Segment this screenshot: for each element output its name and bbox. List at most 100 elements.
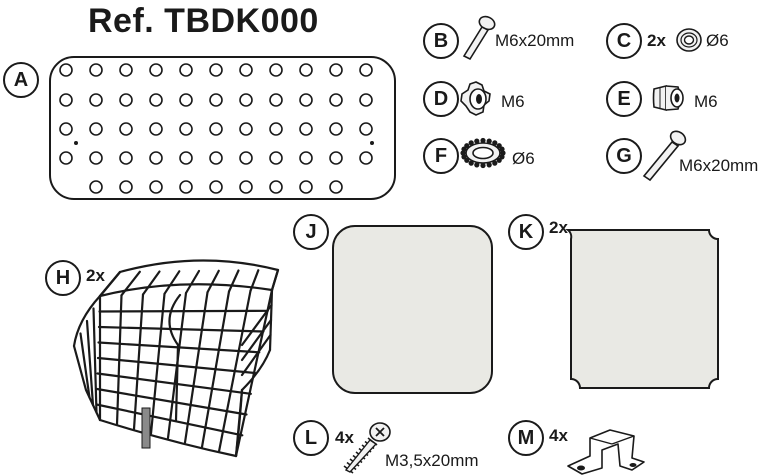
plate-hole bbox=[239, 63, 253, 77]
plate-hole bbox=[239, 122, 253, 136]
washer-tooth bbox=[499, 146, 505, 152]
plate-hole bbox=[359, 151, 373, 165]
washer-tooth bbox=[492, 140, 498, 146]
part-a-badge: A bbox=[3, 62, 39, 98]
washer-tooth bbox=[480, 137, 486, 144]
part-l-size: M3,5x20mm bbox=[385, 451, 479, 470]
cage-wire bbox=[79, 332, 91, 399]
plate-hole bbox=[59, 93, 73, 107]
plate-hole bbox=[119, 122, 133, 136]
part-d-badge: D bbox=[423, 81, 459, 117]
part-l-badge: L bbox=[293, 420, 329, 456]
washer-tooth bbox=[468, 140, 474, 146]
cage-wire bbox=[98, 270, 122, 298]
cage-wire bbox=[240, 303, 273, 347]
cage-wire bbox=[85, 319, 95, 407]
washer-tooth bbox=[468, 160, 474, 166]
washer-tooth bbox=[480, 162, 486, 169]
plate-hole bbox=[149, 180, 163, 194]
plate-hole bbox=[359, 93, 373, 107]
plate-hole bbox=[89, 151, 103, 165]
plate-hole bbox=[119, 151, 133, 165]
plate-hole bbox=[119, 93, 133, 107]
part-m-qty: 4x bbox=[549, 426, 568, 445]
cage-wire bbox=[96, 372, 252, 395]
plate-hole bbox=[269, 122, 283, 136]
cage-wire bbox=[98, 309, 269, 313]
cage-wire bbox=[249, 269, 260, 292]
plate-hole bbox=[359, 122, 373, 136]
plate-hole bbox=[299, 63, 313, 77]
washer-tooth bbox=[486, 138, 492, 144]
washer-tooth bbox=[500, 150, 506, 156]
plate-hole bbox=[179, 93, 193, 107]
plate-hole bbox=[359, 63, 373, 77]
plate-hole bbox=[299, 122, 313, 136]
flat-washer-icon bbox=[676, 28, 702, 52]
plate-hole bbox=[179, 63, 193, 77]
washer-tooth bbox=[474, 162, 480, 168]
part-e-badge: E bbox=[606, 81, 642, 117]
washer-tooth bbox=[464, 143, 470, 149]
cage-wire bbox=[97, 325, 265, 333]
plate-hole bbox=[89, 63, 103, 77]
cage-wire bbox=[95, 403, 244, 437]
plate-hole bbox=[239, 93, 253, 107]
cap-nut-icon bbox=[652, 84, 684, 112]
plate-hole bbox=[119, 180, 133, 194]
plate-hole bbox=[269, 180, 283, 194]
plate-hole bbox=[209, 93, 223, 107]
part-h-qty: 2x bbox=[86, 266, 105, 285]
plate-hole bbox=[209, 122, 223, 136]
plate-hole bbox=[269, 63, 283, 77]
cage-wire bbox=[270, 268, 280, 292]
part-j-badge: J bbox=[293, 214, 329, 250]
part-h-badge: H bbox=[45, 260, 81, 296]
plate-hole bbox=[119, 63, 133, 77]
part-f-badge: F bbox=[423, 138, 459, 174]
part-l-qty: 4x bbox=[335, 428, 354, 447]
washer-tooth bbox=[486, 162, 492, 168]
plate-hole bbox=[299, 93, 313, 107]
plate-hole bbox=[329, 180, 343, 194]
plate-hole bbox=[179, 122, 193, 136]
plate-hole bbox=[329, 93, 343, 107]
washer-tooth bbox=[461, 154, 467, 160]
cage-wire bbox=[184, 269, 201, 295]
cage-wire bbox=[96, 356, 257, 375]
part-k-badge: K bbox=[508, 214, 544, 250]
part-m-badge: M bbox=[508, 420, 544, 456]
part-g-badge: G bbox=[606, 138, 642, 174]
washer-tooth bbox=[496, 157, 502, 163]
plate-hole bbox=[239, 180, 253, 194]
plate-hole bbox=[299, 151, 313, 165]
plate-hole bbox=[59, 122, 73, 136]
washer-tooth bbox=[460, 150, 466, 156]
part-c-size: Ø6 bbox=[706, 31, 729, 50]
plate-hole bbox=[209, 63, 223, 77]
part-b-badge: B bbox=[423, 23, 459, 59]
omega-bracket-icon bbox=[567, 429, 645, 475]
plate-hole bbox=[59, 151, 73, 165]
plate-hole bbox=[149, 63, 163, 77]
plate-hole bbox=[329, 151, 343, 165]
plate-hole bbox=[149, 122, 163, 136]
part-c-badge: C bbox=[606, 23, 642, 59]
cage-wire bbox=[163, 270, 181, 295]
plate-hole bbox=[269, 93, 283, 107]
cage-wire bbox=[92, 307, 98, 414]
plate-hole bbox=[149, 151, 163, 165]
plate-hole bbox=[59, 63, 73, 77]
plate-hole bbox=[89, 122, 103, 136]
plate-hole bbox=[89, 180, 103, 194]
part-f-size: Ø6 bbox=[512, 149, 535, 168]
cage-wire bbox=[120, 270, 141, 297]
cage-wire bbox=[95, 387, 248, 416]
carriage-bolt-icon bbox=[462, 15, 496, 61]
cage-wire bbox=[240, 318, 273, 362]
knob-nut-icon bbox=[460, 81, 491, 116]
plate-hole bbox=[269, 151, 283, 165]
plate-hole bbox=[179, 151, 193, 165]
